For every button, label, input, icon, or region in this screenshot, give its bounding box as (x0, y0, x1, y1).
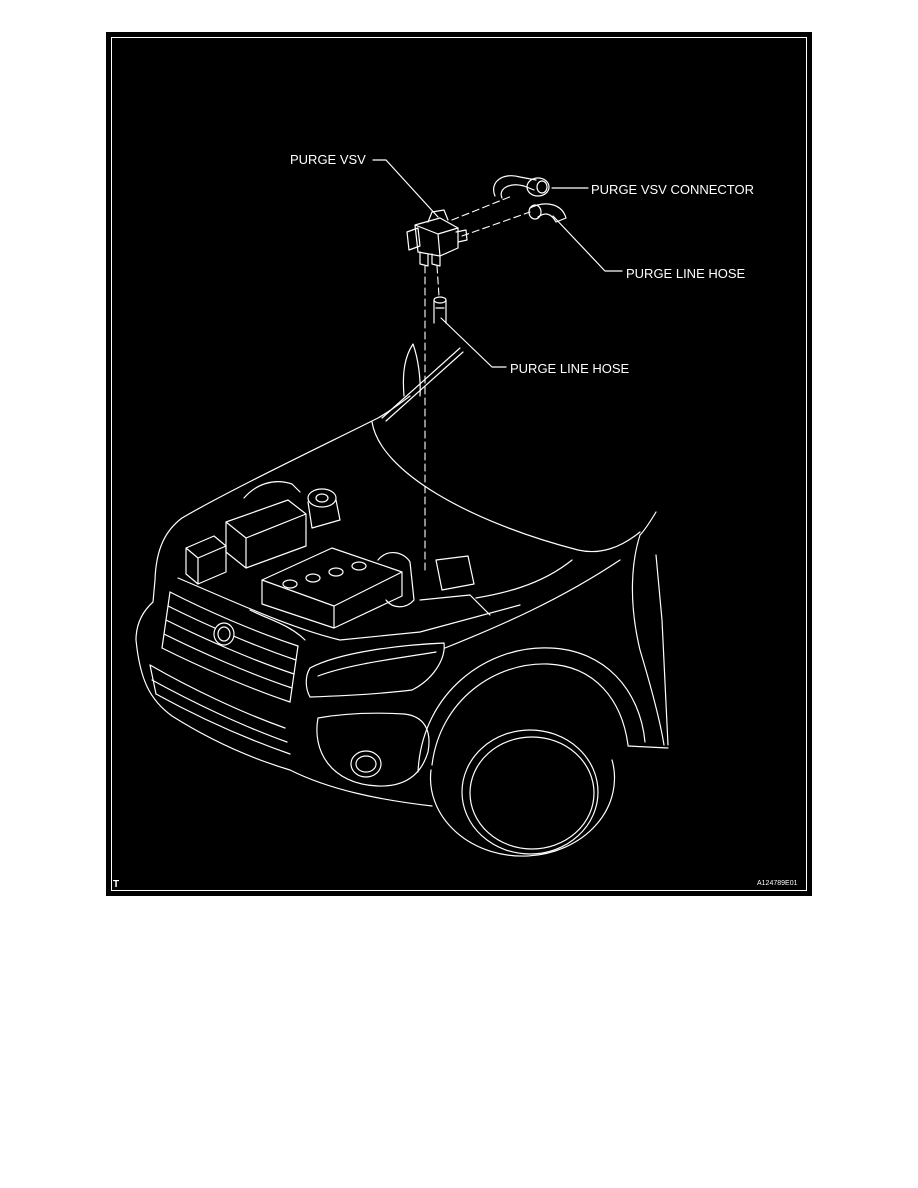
leader-purge-line-hose-lower (440, 317, 507, 368)
emblem-inner (217, 626, 231, 642)
label-purge-vsv: PURGE VSV (290, 152, 366, 167)
intake-bar (155, 693, 291, 755)
headlight-lens (305, 642, 445, 698)
wheel-rim-inner (469, 736, 595, 850)
figure-frame (106, 32, 812, 896)
fog-light-housing (316, 712, 430, 787)
coolant-reservoir-cap (307, 488, 337, 508)
label-purge-vsv-connector: PURGE VSV CONNECTOR (591, 182, 754, 197)
line-art (135, 159, 669, 857)
grille-side-edges (161, 591, 299, 703)
wheel-well-edge (431, 663, 629, 766)
rocker-line (627, 745, 669, 749)
vehicle-body (135, 343, 669, 807)
lower-hose-body (433, 299, 447, 324)
door-line (655, 554, 669, 746)
figure-id: A124789E01 (757, 880, 798, 887)
corner-mark: T (113, 879, 119, 890)
connector-face (536, 180, 548, 194)
intake-bar (151, 679, 288, 743)
inner-fender-line (475, 559, 573, 599)
guide-vsv-to-connector (451, 195, 513, 221)
intake-hose (243, 481, 301, 499)
grille-bar (163, 633, 293, 689)
throttle-body (435, 555, 475, 591)
coolant-reservoir-cap-inner (315, 493, 329, 503)
front-bumper-outline (135, 639, 433, 807)
figure-border (111, 37, 807, 891)
hood-support-rod (381, 347, 464, 422)
spark-plug-tube (282, 579, 298, 589)
grille-bar (161, 647, 291, 703)
upper-hose-body (529, 203, 567, 223)
lower-bumper-intake (149, 664, 291, 755)
guide-vsv-to-lower-hose (436, 265, 440, 297)
raised-hood-edge (402, 343, 421, 397)
fog-lamp-inner (355, 755, 377, 773)
label-purge-line-hose-lower: PURGE LINE HOSE (510, 361, 630, 376)
grille-bar (165, 619, 295, 675)
intake-manifold (377, 552, 415, 608)
tire (429, 759, 616, 857)
leader-lines (372, 159, 623, 368)
purge-line-hose-lower (433, 296, 447, 324)
fog-light (316, 712, 430, 787)
fender-crease (444, 559, 621, 649)
emblem (213, 622, 235, 646)
connector-body (526, 177, 550, 197)
spark-plug-tube (328, 567, 344, 577)
leader-purge-vsv (372, 159, 439, 218)
purge-vsv (406, 209, 468, 267)
fender-flare (417, 647, 646, 773)
grille-bar (169, 591, 299, 647)
radiator-support (177, 577, 521, 641)
purge-vsv-connector (493, 175, 550, 199)
intake-bar (149, 664, 286, 729)
spark-plug-tube (351, 561, 367, 571)
purge-vsv-body (414, 217, 459, 257)
label-purge-line-hose-upper: PURGE LINE HOSE (626, 266, 746, 281)
purge-vsv-bracket (406, 227, 421, 251)
cowl-line (371, 421, 641, 553)
headlight (305, 642, 445, 698)
coolant-reservoir (307, 499, 341, 529)
radiator-hose (249, 609, 306, 641)
hood-leading-edge (181, 395, 411, 519)
front-wheel (417, 647, 646, 857)
a-pillar (639, 511, 657, 536)
headlight-inner-line (317, 651, 437, 677)
leader-purge-line-hose-upper (552, 215, 623, 272)
engine-bracket (419, 594, 491, 616)
purge-vsv-coil-top (427, 209, 449, 223)
front-grille (161, 591, 299, 703)
connector-harness (493, 175, 537, 199)
guide-vsv-to-upper-hose (461, 211, 531, 237)
fog-lamp (350, 750, 382, 778)
intake-edge (149, 664, 157, 695)
cylinder-head-cover (261, 547, 403, 629)
battery (185, 535, 227, 585)
installation-guides (424, 195, 531, 571)
front-fender-edge (631, 534, 665, 746)
purge-vsv-side-port (455, 229, 468, 243)
wheel-rim-outer (461, 729, 599, 855)
engine-compartment (177, 481, 573, 641)
purge-vsv-outlet-port (419, 251, 441, 267)
spark-plug-tube (305, 573, 321, 583)
body-left-edge (135, 517, 183, 641)
